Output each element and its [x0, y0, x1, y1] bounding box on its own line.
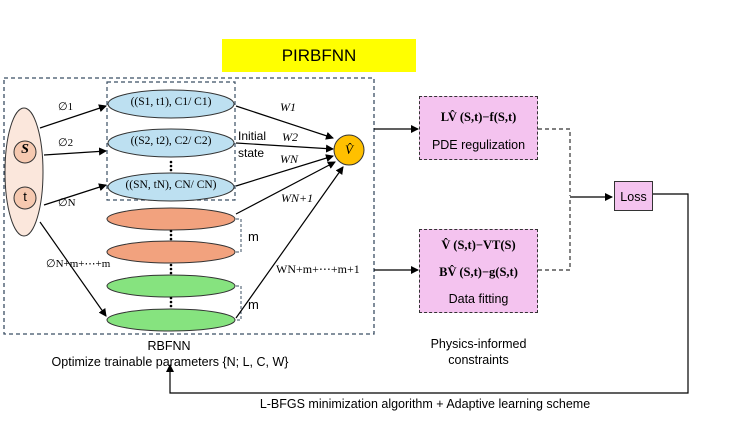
salmon-unit-1 — [106, 207, 236, 231]
physics-caption-line2: constraints — [448, 353, 509, 367]
arrow-phiN — [43, 183, 107, 206]
initial-state-line2: state — [238, 146, 265, 160]
rbf-unit-1 — [107, 89, 235, 119]
wN1-label: WN+1 — [281, 191, 314, 205]
arrow-wN1 — [235, 161, 336, 215]
phiNm-label: ∅N+m+⋯+m — [46, 258, 111, 270]
data-equation-2: BV̂ (S,t)−g(S,t) — [439, 265, 518, 279]
initial-state-line1: Initial — [238, 129, 267, 143]
physics-caption-line1: Physics-informed — [430, 337, 527, 351]
optimize-caption: Optimize trainable parameters {N; L, C, … — [51, 355, 289, 369]
rbf-unit-2-label: ((S2, t2), C2/ C2) — [130, 135, 212, 147]
input-t-label: t — [23, 189, 27, 204]
ellipsis-dots — [169, 160, 173, 308]
w2-label: W2 — [282, 130, 298, 144]
title-box: PIRBFNN — [222, 39, 416, 72]
data-equation-1: V̂ (S,t)−VT(S) — [441, 238, 516, 252]
arrow-phiNm — [39, 221, 107, 317]
title: PIRBFNN — [281, 45, 357, 65]
wNm-label: WN+m+⋯+m+1 — [276, 262, 360, 276]
phi1-label: ∅1 — [58, 101, 74, 113]
green-unit-2 — [106, 308, 236, 332]
input-group — [4, 107, 44, 237]
rbfnn-caption: RBFNN — [147, 339, 191, 353]
pde-label: PDE regulization — [431, 138, 526, 152]
pde-to-loss — [538, 128, 571, 196]
rbf-unit-2 — [107, 128, 235, 158]
m-label-2: m — [248, 297, 259, 312]
feedback-loop — [166, 193, 689, 394]
arrow-phi2 — [43, 147, 107, 156]
rbfnn-frame — [3, 77, 375, 335]
rbf-unit-N-label: ((SN, tN), CN/ CN) — [125, 179, 217, 191]
loss-box: Loss — [614, 181, 653, 211]
pde-equation: LV̂ (S,t)−f(S,t) — [440, 110, 517, 124]
pde-regularization-box: LV̂ (S,t)−f(S,t) PDE regulization — [419, 96, 538, 160]
rbf-unit-N — [107, 172, 235, 202]
m-bracket-2 — [236, 285, 242, 321]
w1-label: W1 — [280, 100, 296, 114]
m-label-1: m — [248, 229, 259, 244]
green-unit-1 — [106, 274, 236, 298]
input-s-label: S — [21, 142, 29, 157]
output-node — [333, 134, 365, 166]
phi2-label: ∅2 — [58, 137, 74, 149]
arrow-w2 — [235, 142, 334, 153]
arrow-phi1 — [39, 104, 107, 129]
input-s-node — [13, 140, 37, 164]
data-label: Data fitting — [448, 292, 509, 306]
input-t-node — [13, 186, 37, 210]
arrow-wN — [235, 154, 334, 187]
wN-label: WN — [280, 152, 298, 166]
arrow-wNm — [235, 166, 344, 319]
loss-label: Loss — [620, 190, 647, 204]
algorithm-caption: L-BFGS minimization algorithm + Adaptive… — [259, 397, 591, 411]
data-fitting-box: V̂ (S,t)−VT(S) BV̂ (S,t)−g(S,t) Data fit… — [419, 229, 538, 313]
arrow-w1 — [235, 105, 334, 140]
rbf-unit-1-label: ((S1, t1), C1/ C1) — [130, 96, 212, 108]
salmon-unit-2 — [106, 240, 236, 264]
phiN-label: ∅N — [58, 197, 76, 209]
m-bracket-1 — [236, 218, 242, 253]
data-to-loss — [538, 198, 571, 271]
output-node-label: V̂ — [345, 142, 353, 157]
